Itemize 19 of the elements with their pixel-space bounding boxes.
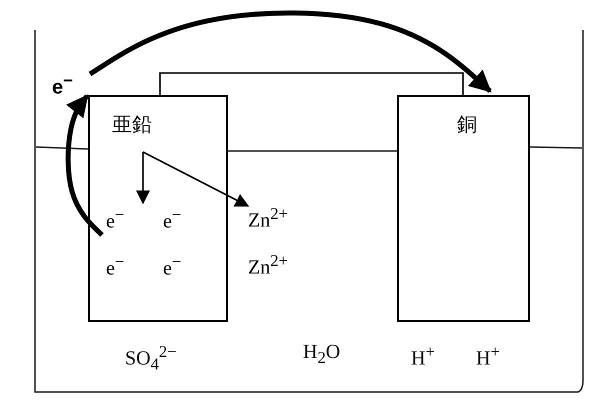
- electron-label: e$^{−}$: [163, 204, 203, 228]
- electron-label: e$^{−}$: [106, 251, 146, 275]
- electrode-name: 銅: [457, 113, 477, 135]
- electron-label: e$^{−}$: [163, 251, 203, 275]
- copper-electrode: [397, 95, 530, 322]
- wire: [159, 72, 464, 95]
- arrow: [66, 94, 104, 237]
- zinc-ion-label: Zn$^{2+}$: [248, 250, 300, 274]
- electrode-name: 亜鉛: [112, 113, 152, 135]
- zinc-ion-label: Zn$^{2+}$: [248, 203, 300, 227]
- ion-label: H$^{+}$: [476, 341, 500, 370]
- ion-label: H$^{+}$: [411, 341, 435, 370]
- arrow: [142, 151, 250, 207]
- zinc-electrode: [88, 95, 228, 322]
- ion-label: H$_{2}$O: [303, 341, 340, 369]
- arrow: [88, 10, 492, 93]
- arrow: [136, 152, 150, 204]
- electron-label: e$^{−}$: [106, 204, 146, 228]
- electron-label: e$^{−}$: [52, 70, 88, 94]
